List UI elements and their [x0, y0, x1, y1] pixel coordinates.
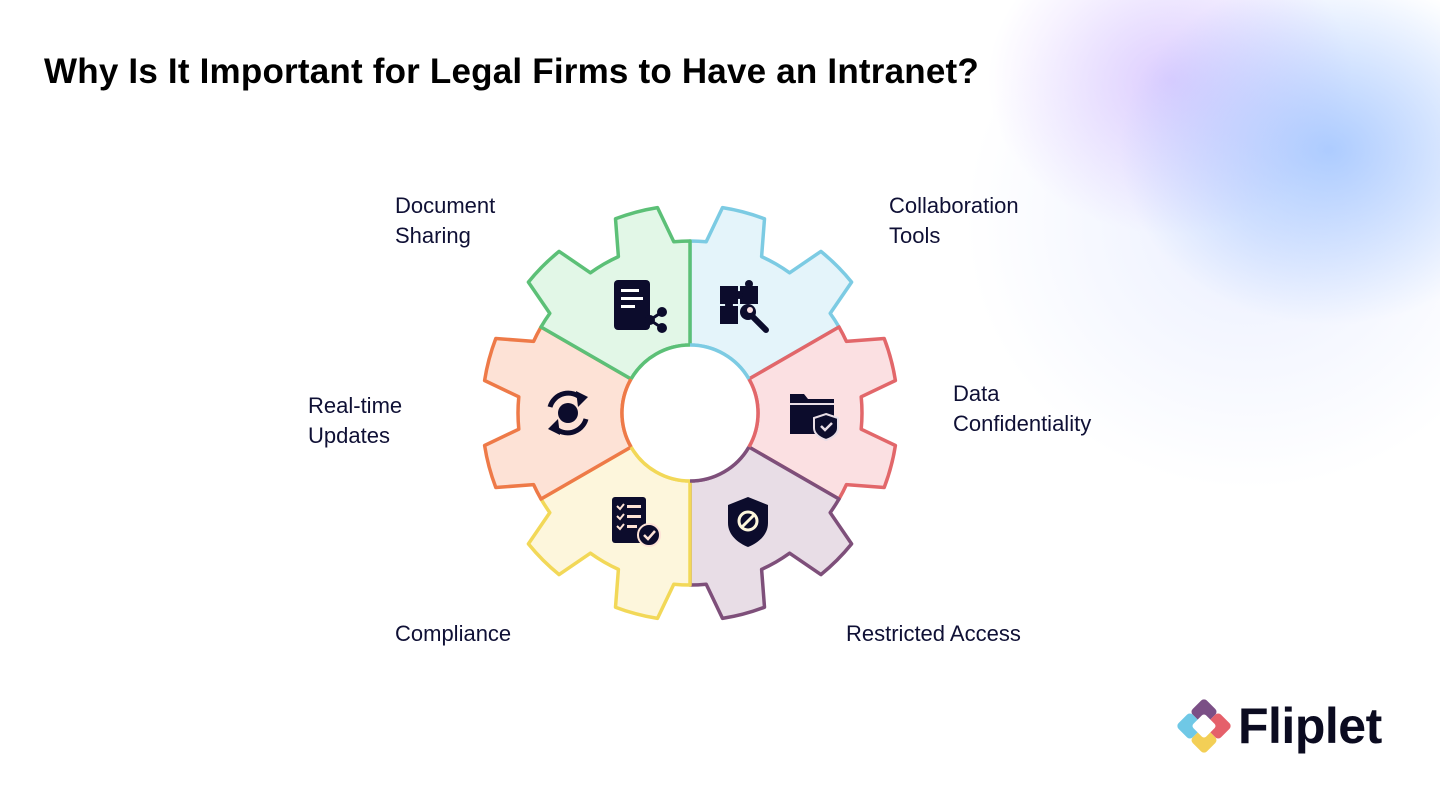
segment-data-confidentiality-hub-arc — [689, 446, 751, 483]
sync-refresh-icon — [547, 390, 589, 436]
segment-restricted-access-hub-arc — [629, 446, 691, 483]
fliplet-logo-text: Fliplet — [1238, 698, 1382, 754]
label-data-confidentiality: Data Confidentiality — [953, 381, 1092, 436]
page-title: Why Is It Important for Legal Firms to H… — [44, 52, 979, 91]
fliplet-logo-mark-icon — [1177, 699, 1231, 753]
checklist-check-icon — [612, 497, 661, 547]
label-collaboration-tools: Collaboration Tools — [889, 193, 1019, 248]
segment-real-time-updates-hub-arc — [629, 343, 691, 380]
segment-compliance-hub-arc — [620, 378, 633, 448]
label-document-sharing: Document Sharing — [395, 193, 496, 248]
label-restricted-access: Restricted Access — [846, 621, 1021, 646]
fliplet-logo: Fliplet — [1176, 694, 1382, 758]
segment-collaboration-tools-hub-arc — [747, 378, 760, 448]
segment-document-sharing-hub-arc — [689, 343, 751, 380]
document-share-icon — [614, 280, 667, 333]
folder-shield-icon — [790, 394, 839, 442]
gear-hub — [622, 345, 758, 481]
puzzle-wrench-icon — [720, 280, 769, 333]
shield-block-icon — [728, 497, 768, 547]
label-real-time-updates: Real-time Updates — [308, 393, 403, 448]
label-compliance: Compliance — [395, 621, 512, 646]
